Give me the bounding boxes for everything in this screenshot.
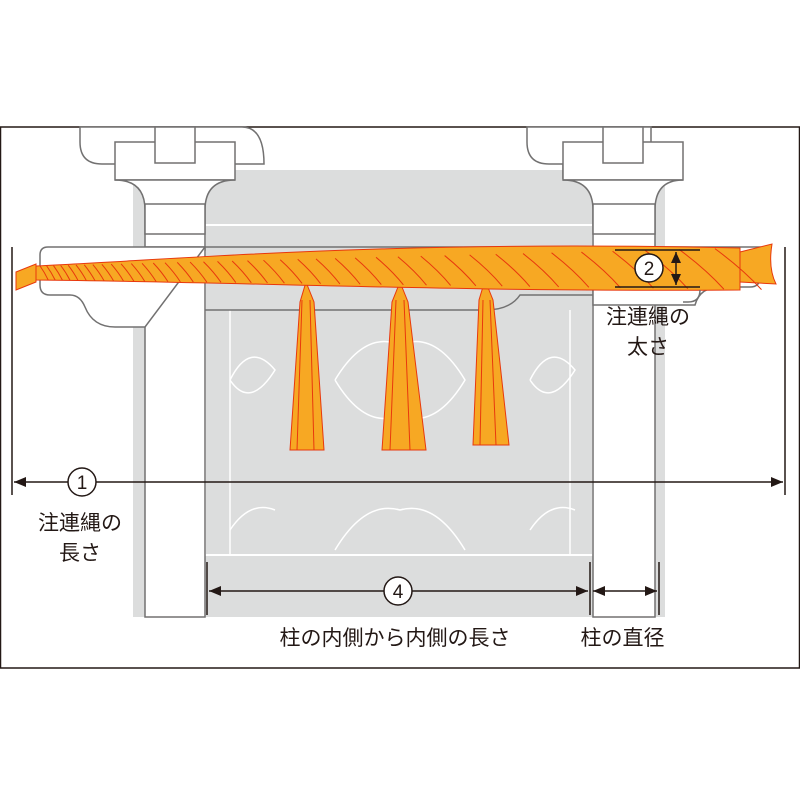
rope-twist <box>231 260 252 284</box>
rope-twist <box>141 262 157 282</box>
label-line: 長さ <box>59 541 101 565</box>
rope-twist <box>297 258 321 285</box>
rope-twist <box>189 261 208 283</box>
rope-twist <box>67 264 79 281</box>
rope-twist <box>60 265 71 281</box>
rope-twist <box>279 259 303 284</box>
rope-twist <box>420 255 452 286</box>
rope-twist <box>152 262 169 282</box>
label-rope-thickness: 注連縄の 太さ <box>593 302 703 362</box>
rope-twist <box>83 264 96 281</box>
dimension-rope-length <box>11 247 786 495</box>
rope-twist <box>120 263 135 282</box>
rope-twist <box>92 264 105 282</box>
label-line: 注連縄の <box>38 511 122 535</box>
label-pillar-diameter: 柱の直径 <box>580 626 665 650</box>
rope-twist <box>53 265 63 281</box>
lattice-pattern <box>229 310 576 555</box>
rope-twist <box>46 265 56 281</box>
svg-text:4: 4 <box>393 582 404 603</box>
right-pillar <box>592 246 656 618</box>
rope-twist <box>203 261 222 283</box>
rope-twist <box>247 260 268 284</box>
shimenawa-rope <box>15 243 777 291</box>
rope-twist <box>130 263 146 282</box>
label-rope-length: 注連縄の 長さ <box>25 508 135 568</box>
rope-twist <box>315 258 341 285</box>
rope-twist <box>217 260 237 283</box>
rope-twist <box>39 265 49 281</box>
rope-twist <box>397 256 427 286</box>
tassel-3 <box>472 278 510 446</box>
rope-twist <box>110 263 124 282</box>
rope-twist <box>678 249 725 290</box>
rope-twist <box>581 251 621 289</box>
rope-twist <box>176 262 194 283</box>
rope-twist <box>263 259 285 284</box>
rope-twist <box>551 252 590 288</box>
dimension-thickness <box>615 249 701 303</box>
label-line: 太さ <box>627 335 669 359</box>
rope-twist <box>354 257 382 285</box>
rope-twist <box>164 262 181 283</box>
svg-text:1: 1 <box>77 473 88 494</box>
rope-twist <box>714 248 762 290</box>
shide-tassels <box>289 278 510 451</box>
rope-twist <box>444 255 477 287</box>
rope-twist <box>495 253 531 287</box>
rope-twist <box>334 257 361 285</box>
marker-2: 2 <box>634 253 664 283</box>
rope-twist <box>101 263 115 282</box>
top-caps <box>79 126 684 251</box>
label-inner-length: 柱の内側から内側の長さ <box>279 626 511 650</box>
tassel-2 <box>381 280 427 451</box>
rope-twist <box>75 264 87 281</box>
marker-1: 1 <box>67 467 97 497</box>
rope-twist <box>469 254 503 287</box>
rope-twist <box>375 256 404 286</box>
svg-text:2: 2 <box>644 259 655 280</box>
rope-twist <box>522 253 560 288</box>
label-line: 注連縄の <box>606 305 690 329</box>
marker-4: 4 <box>383 576 413 606</box>
